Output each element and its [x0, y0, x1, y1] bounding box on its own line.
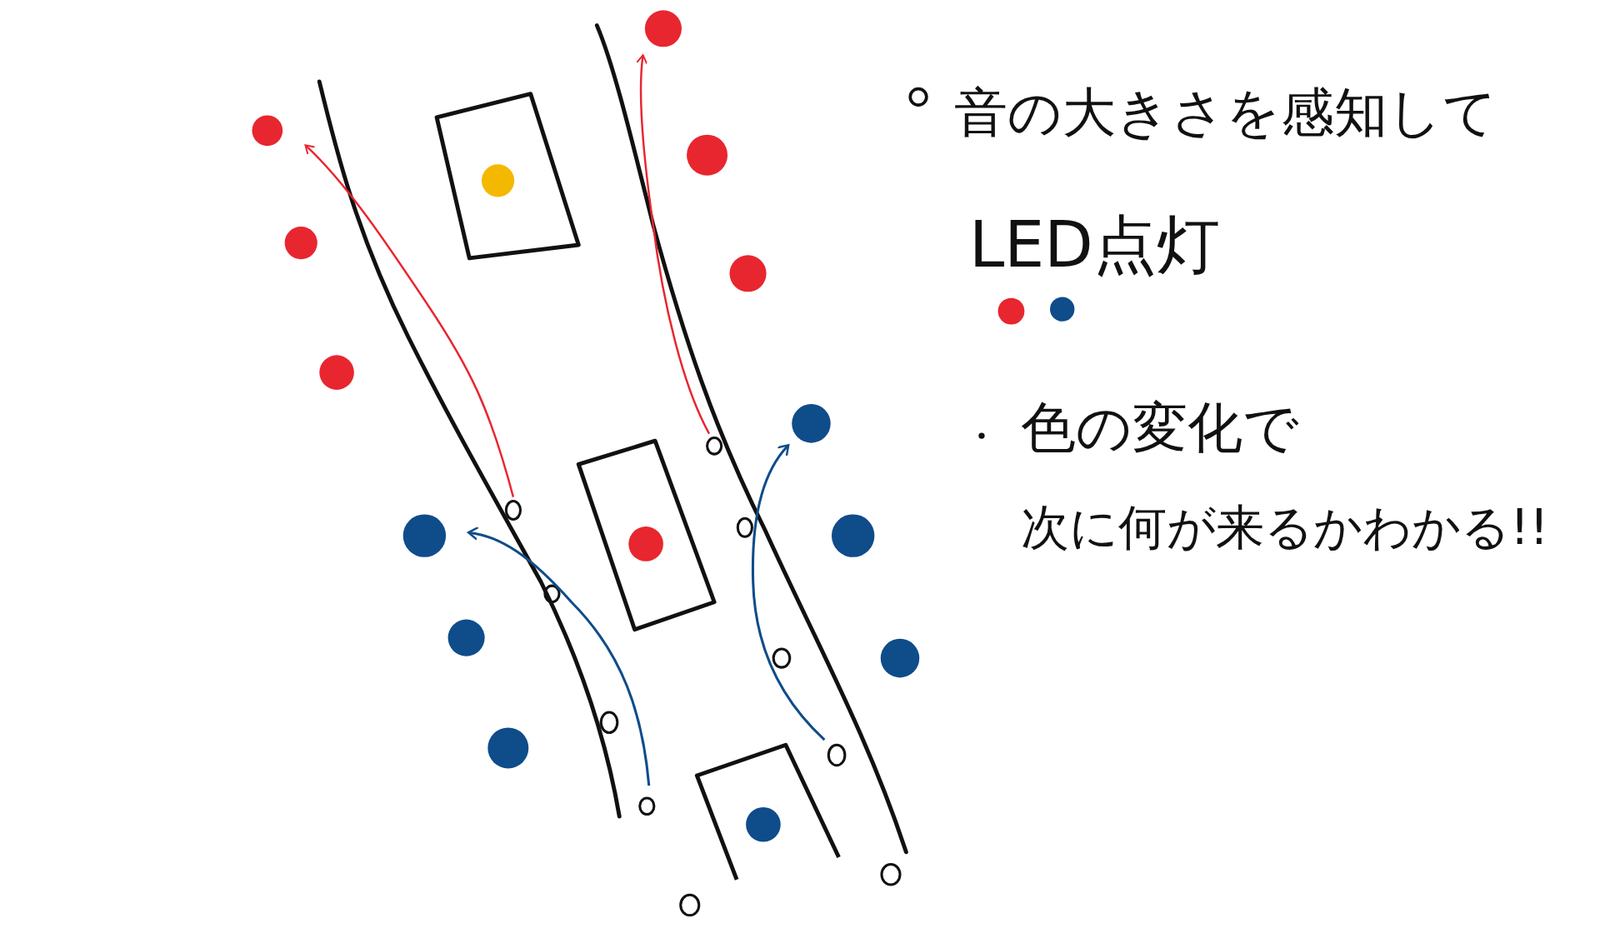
car-light [481, 164, 515, 197]
red-led [998, 298, 1025, 325]
signal-arrow [752, 445, 825, 740]
sensor [505, 438, 900, 916]
handwritten-note: 音の大きさを感知して [954, 83, 1498, 142]
signal-arrow [469, 532, 650, 786]
signal-arrow [305, 145, 514, 497]
car [436, 94, 579, 259]
car [696, 745, 839, 880]
car-light [628, 526, 664, 562]
red-led [251, 10, 766, 390]
road-edge [596, 25, 906, 853]
road-edge [319, 81, 620, 817]
handwritten-note: LED点灯 [969, 210, 1220, 280]
handwritten-note: 色の変化で [1020, 398, 1300, 460]
car [578, 440, 715, 630]
bullet [978, 432, 985, 439]
blue-led [1050, 296, 1075, 321]
signal-arrow [640, 55, 710, 434]
blue-led [403, 404, 920, 769]
bullet [910, 89, 927, 106]
handwritten-note: 次に何が来るかわかる!! [1020, 501, 1550, 555]
car-light [745, 807, 781, 843]
